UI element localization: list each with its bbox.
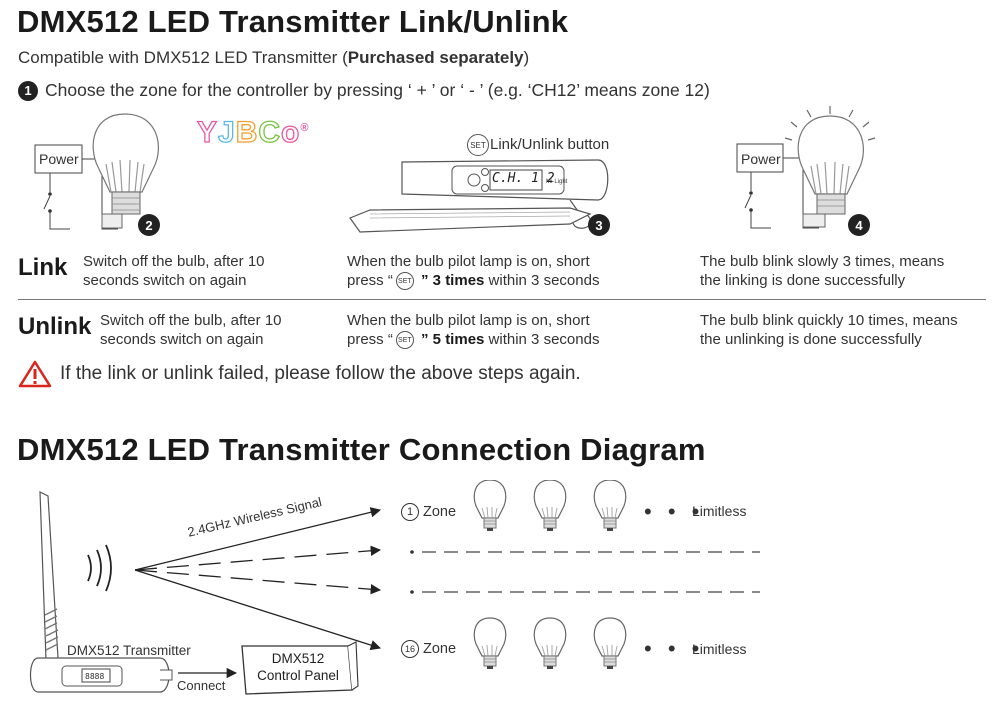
section-divider xyxy=(18,299,986,300)
step-number-2: 2 xyxy=(138,214,160,236)
brand-logo: YJBCo® xyxy=(196,115,310,149)
unlink-label: Unlink xyxy=(18,313,92,340)
limitless-label: Limitless xyxy=(692,503,747,519)
brand-letter: J xyxy=(217,115,236,149)
warning-icon xyxy=(18,360,52,388)
power-label-right: Power xyxy=(741,151,781,167)
link-step-2: When the bulb pilot lamp is on, short pr… xyxy=(347,253,600,291)
link-label: Link xyxy=(18,254,68,281)
svg-text:8888: 8888 xyxy=(85,672,104,681)
zone-display: C.H. 1 2 xyxy=(492,171,555,186)
transmitter-label: DMX512 Transmitter xyxy=(67,643,191,658)
unlink-step-2: When the bulb pilot lamp is on, short pr… xyxy=(347,312,600,350)
limitless-label: Limitless xyxy=(692,641,747,657)
connection-diagram: 8888 xyxy=(29,480,760,695)
brand-letter: o xyxy=(280,115,301,149)
set-icon: SET xyxy=(395,331,414,350)
svg-text:Mi·Light: Mi·Light xyxy=(546,179,568,185)
more-dots: • • • xyxy=(644,636,705,661)
set-icon: SET xyxy=(395,272,414,291)
bulb-blink-illustration xyxy=(736,106,876,229)
set-button-icon: SET xyxy=(464,134,492,156)
power-label: Power xyxy=(39,151,79,167)
brand-letter: C xyxy=(258,115,282,149)
step-number: 1 xyxy=(18,80,38,101)
page-title: DMX512 LED Transmitter Link/Unlink xyxy=(17,4,569,39)
subtitle: Compatible with DMX512 LED Transmitter (… xyxy=(18,48,530,67)
step-1-instruction: 1 Choose the zone for the controller by … xyxy=(18,80,710,101)
connect-label: Connect xyxy=(177,678,226,693)
brand-letter: Y xyxy=(196,115,219,149)
control-panel: DMX512 Control Panel xyxy=(257,651,339,683)
link-unlink-label: Link/Unlink button xyxy=(490,136,610,153)
bulb-off-illustration xyxy=(34,113,159,230)
step-number-4: 4 xyxy=(848,214,870,236)
step-number-3: 3 xyxy=(588,214,610,236)
more-dots: • • • xyxy=(644,499,705,524)
diagram-title: DMX512 LED Transmitter Connection Diagra… xyxy=(17,432,706,467)
warning-note: If the link or unlink failed, please fol… xyxy=(18,360,581,388)
brand-letter: B xyxy=(235,115,259,149)
transmitter-illustration: Mi·Light xyxy=(349,159,609,233)
